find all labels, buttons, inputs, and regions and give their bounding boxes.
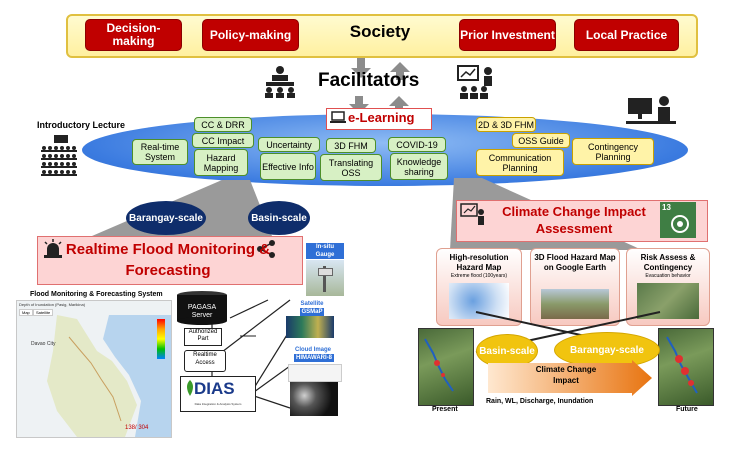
barangay-scale-left: Barangay-scale — [126, 201, 206, 235]
pagasa-server — [176, 290, 228, 326]
google-earth-card-title: 3D Flood Hazard Map on Google Earth — [534, 253, 616, 272]
laptop-icon — [330, 111, 346, 125]
alarm-icon — [42, 238, 64, 258]
google-earth-card: 3D Flood Hazard Map on Google Earth — [530, 248, 620, 326]
sdg-13-number: 13 — [662, 203, 671, 212]
risk-assess-image — [637, 283, 699, 319]
computer-user-icon — [626, 94, 676, 128]
dias-sub-label: Data Integration & Analysis System — [194, 402, 242, 406]
realtime-title-box — [37, 236, 303, 285]
map-city-label: Davao City — [31, 341, 56, 347]
meeting-icon — [262, 64, 298, 98]
facilitators-label: Facilitators — [318, 70, 420, 91]
satellite-photo — [286, 316, 334, 338]
cloud-photo — [290, 382, 338, 416]
hazard-map-card: High-resolution Hazard Map Extreme flood… — [436, 248, 522, 326]
cc-impact-box: CC Impact — [192, 133, 254, 148]
basin-scale-left: Basin-scale — [248, 201, 310, 235]
cc-impact-arrow — [488, 360, 652, 396]
risk-assess-card-sub: Evacuation behavior — [645, 273, 691, 279]
map-tab-map[interactable]: Map — [19, 309, 33, 316]
risk-assess-card: Risk Assess & Contingency Evacuation beh… — [626, 248, 710, 326]
cc-title: Climate Change Impact Assessment — [502, 204, 646, 236]
cc-impact-label: Climate Change Impact — [535, 365, 597, 385]
dias-leaf-icon — [184, 380, 196, 396]
monitoring-system-title: Flood Monitoring & Forecasting System — [30, 291, 163, 298]
pagasa-label: PAGASA Server — [187, 304, 217, 319]
cloud-thumb — [288, 364, 342, 382]
lecture-hall-icon — [40, 134, 82, 180]
oss-guide-box: OSS Guide — [512, 133, 570, 148]
bottom-caption: Rain, WL, Discharge, Inundation — [486, 398, 594, 405]
gsmap-label: GSMaP — [300, 308, 324, 316]
insitu-photo — [306, 260, 344, 296]
hazard-map-card-sub: Extreme flood (100years) — [450, 273, 508, 279]
3d-fhm-box: 3D FHM — [326, 138, 376, 153]
realtime-title: Realtime Flood Monitoring & Forecasting — [65, 241, 271, 279]
insitu-label: In-situ Gauge — [306, 243, 344, 259]
chart-presentation-icon — [460, 203, 486, 227]
authorized-part-box: Authorized Part — [184, 328, 222, 346]
policy-making-box: Policy-making — [202, 19, 299, 51]
map-header: Depth of Inundation (Pasig, Marikina) — [19, 302, 86, 307]
covid-19-box: COVID-19 — [388, 137, 446, 152]
monitoring-map: Depth of Inundation (Pasig, Marikina) Ma… — [16, 300, 172, 438]
cloud-image-label: Cloud Image — [294, 347, 331, 353]
hazard-mapping-box: Hazard Mapping — [194, 149, 248, 176]
communication-planning-box: Communication Planning — [476, 149, 564, 176]
society-label: Society — [349, 22, 411, 41]
hazard-map-card-title: High-resolution Hazard Map — [449, 253, 509, 272]
local-practice-box: Local Practice — [574, 19, 679, 51]
knowledge-sharing-box: Knowledge sharing — [390, 153, 448, 180]
present-label: Present — [432, 406, 458, 413]
future-label: Future — [676, 406, 698, 413]
introductory-lecture-label: Introductory Lecture — [37, 120, 126, 130]
map-legend — [157, 319, 165, 359]
share-icon — [256, 240, 276, 258]
cc-drr-box: CC & DRR — [194, 117, 252, 132]
map-tab-satellite[interactable]: Satellite — [33, 309, 54, 316]
sdg-13-badge: 13 — [660, 202, 696, 238]
dias-logo-box — [180, 376, 256, 412]
prior-investment-box: Prior Investment — [459, 19, 556, 51]
decision-making-box: Decision-making — [85, 19, 182, 51]
translating-oss-box: Translating OSS — [320, 154, 382, 181]
google-earth-image — [541, 289, 609, 319]
contingency-planning-box: Contingency Planning — [572, 138, 654, 165]
present-map — [418, 328, 474, 406]
elearning-label: e-Learning — [348, 110, 415, 125]
dias-label: DIAS — [194, 379, 235, 398]
himawari-label: HIMAWARI-8 — [294, 354, 334, 362]
2d-3d-fhm-box: 2D & 3D FHM — [476, 117, 536, 132]
risk-assess-card-title: Risk Assess & Contingency — [640, 253, 696, 272]
presentation-icon — [456, 64, 496, 100]
effective-info-box: Effective Info — [260, 153, 316, 180]
realtime-access-box: Realtime Access — [184, 350, 226, 372]
map-page-number: 138/ 304 — [125, 425, 149, 431]
uncertainty-box: Uncertainty — [258, 137, 320, 152]
future-map — [658, 328, 714, 406]
elearning-box — [326, 108, 432, 130]
realtime-system-box: Real-time System — [132, 139, 188, 165]
